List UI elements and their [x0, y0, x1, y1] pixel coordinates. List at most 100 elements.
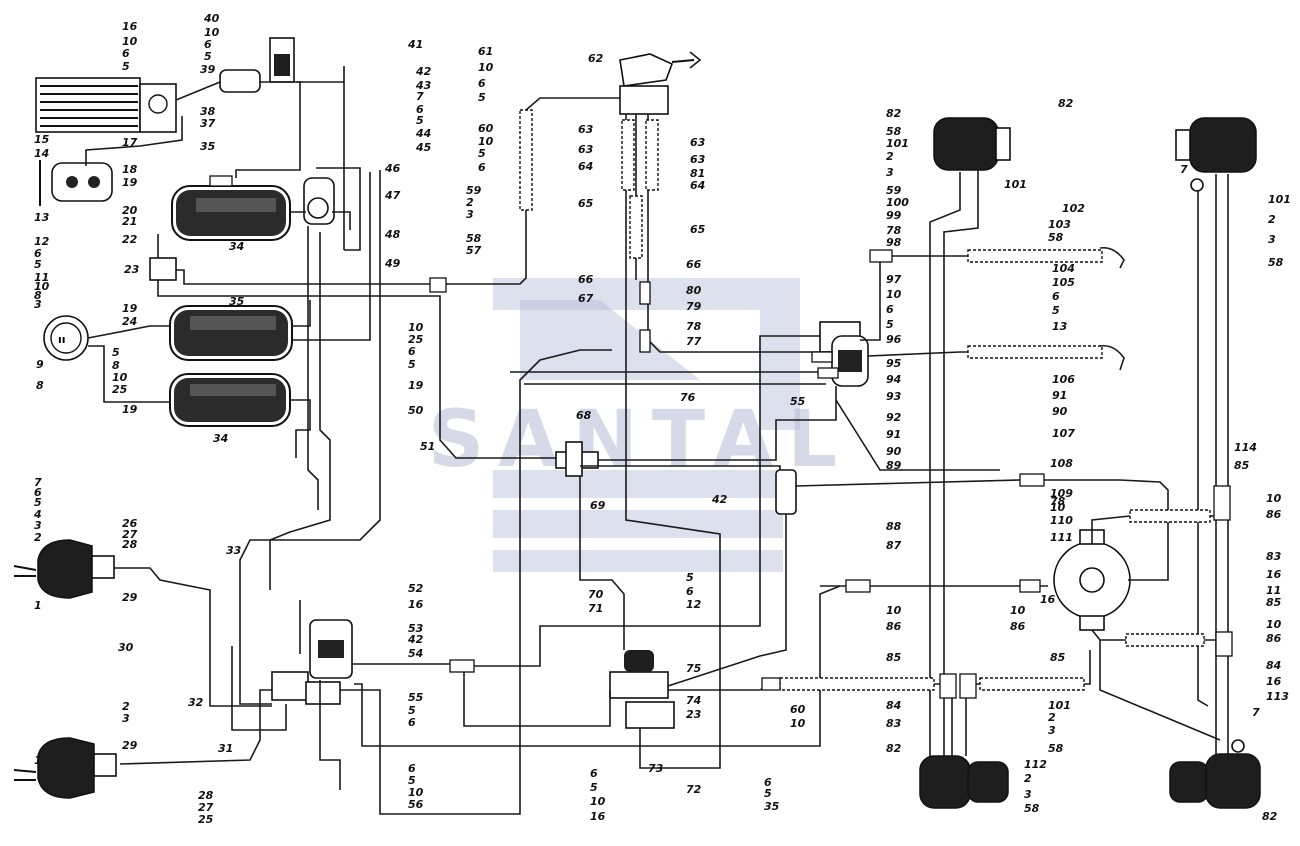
part-label-l95: 95 [886, 357, 902, 370]
part-label-l2c: 2 [1268, 213, 1276, 226]
part-label-l42c: 42 [407, 633, 424, 646]
part-label-l5h: 5 [112, 346, 120, 359]
pressure-regulator [219, 37, 295, 93]
part-label-l78a: 78 [686, 320, 702, 333]
part-label-l11a: 11 [34, 271, 49, 284]
part-label-l10k: 10 [1266, 618, 1282, 631]
part-label-l58e: 58 [1048, 742, 1064, 755]
svg-text:ıı: ıı [58, 333, 66, 346]
part-label-l10h: 10 [886, 288, 902, 301]
part-label-l16c: 16 [1266, 675, 1282, 688]
part-label-l3g: 3 [34, 519, 42, 532]
part-label-l63d: 63 [690, 153, 706, 166]
air-receiver-bottom [169, 373, 291, 427]
part-label-l54: 54 [408, 647, 423, 660]
part-label-l58a: 58 [466, 232, 482, 245]
gauge-13 [39, 160, 113, 206]
part-label-l91a: 91 [886, 428, 901, 441]
part-label-l90a: 90 [886, 445, 902, 458]
part-label-l5b: 5 [204, 50, 212, 63]
part-label-l48: 48 [384, 228, 401, 241]
part-label-l109: 109 [1050, 487, 1073, 500]
part-label-l24: 24 [122, 315, 137, 328]
part-label-l92: 92 [886, 411, 902, 424]
part-label-l84a: 84 [1266, 659, 1281, 672]
part-label-l78c: 78 [1050, 495, 1066, 508]
part-label-l5f: 5 [34, 258, 42, 271]
part-label-l5g: 5 [408, 358, 416, 371]
part-label-l18: 18 [122, 163, 138, 176]
part-label-l5m: 5 [408, 774, 416, 787]
part-label-l13: 13 [34, 211, 50, 224]
part-label-l101c: 101 [1268, 193, 1291, 206]
part-label-l53: 53 [408, 622, 424, 635]
part-label-l85c: 85 [886, 651, 902, 664]
part-label-l20: 20 [122, 204, 138, 217]
part-label-l5l: 5 [408, 704, 416, 717]
part-label-l50: 50 [408, 404, 424, 417]
part-label-l82d: 82 [1262, 810, 1278, 823]
part-label-l82c: 82 [886, 742, 902, 755]
regulator-111 [1053, 529, 1131, 631]
part-label-l5n: 5 [686, 571, 694, 584]
part-label-l2a: 2 [466, 196, 474, 209]
fittings [209, 175, 1233, 699]
part-label-l76: 76 [680, 391, 696, 404]
part-number-labels: 1610654010654161106542437654445393837351… [33, 12, 1291, 826]
part-label-l33: 33 [226, 544, 242, 557]
part-label-l44: 44 [415, 127, 431, 140]
part-label-l3e: 3 [1048, 724, 1056, 737]
part-label-l70: 70 [588, 588, 604, 601]
part-label-l22: 22 [122, 233, 138, 246]
part-label-l114: 114 [1234, 441, 1257, 454]
crane-62 [619, 51, 702, 115]
part-label-l5p: 5 [764, 787, 772, 800]
part-label-l5i: 5 [886, 318, 894, 331]
part-label-l83a: 83 [1266, 550, 1282, 563]
part-label-l25b: 25 [112, 383, 128, 396]
part-label-l82b: 82 [1058, 97, 1074, 110]
part-label-l10m: 10 [1010, 604, 1026, 617]
part-label-l7b: 7 [1180, 163, 1188, 176]
part-label-l39: 39 [200, 63, 216, 76]
part-label-l8b: 8 [112, 359, 120, 372]
part-label-l97: 97 [886, 273, 902, 286]
part-label-l7d: 7 [34, 476, 42, 489]
part-label-l90b: 90 [1052, 405, 1068, 418]
part-label-l101a: 101 [886, 137, 909, 150]
part-label-l85b: 85 [1266, 596, 1282, 609]
part-label-l28a: 28 [122, 538, 138, 551]
part-label-l27a: 27 [122, 528, 138, 541]
part-label-l88: 88 [886, 520, 902, 533]
part-label-l34a: 34 [229, 240, 244, 253]
part-label-l7a: 7 [416, 90, 424, 103]
part-label-l65b: 65 [690, 223, 706, 236]
brake-chamber-front-top [13, 539, 115, 599]
part-label-l59b: 59 [886, 184, 902, 197]
part-label-l74: 74 [686, 694, 701, 707]
part-label-l101b: 101 [1004, 178, 1027, 191]
part-label-l14: 14 [34, 147, 49, 160]
part-label-l5o: 5 [590, 781, 598, 794]
part-label-l28b: 28 [198, 789, 214, 802]
part-label-l89: 89 [886, 459, 902, 472]
part-label-l25c: 25 [198, 813, 214, 826]
part-label-l58b: 58 [886, 125, 902, 138]
part-label-l6f: 6 [34, 247, 42, 260]
part-label-l2b: 2 [886, 150, 894, 163]
part-label-l30: 30 [118, 641, 134, 654]
part-label-l72: 72 [686, 783, 702, 796]
part-label-l81: 81 [690, 167, 705, 180]
part-label-l5e: 5 [478, 147, 486, 160]
part-label-l10e: 10 [34, 280, 50, 293]
part-label-l2g: 2 [122, 700, 130, 713]
part-label-l10f: 10 [408, 321, 424, 334]
part-label-l107: 107 [1052, 427, 1075, 440]
part-label-l55b: 55 [408, 691, 424, 704]
part-label-l19c: 19 [408, 379, 424, 392]
part-label-l12b: 12 [686, 598, 702, 611]
part-label-l110: 110 [1050, 514, 1073, 527]
part-label-l59a: 59 [466, 184, 482, 197]
part-label-l5k: 5 [34, 496, 42, 509]
